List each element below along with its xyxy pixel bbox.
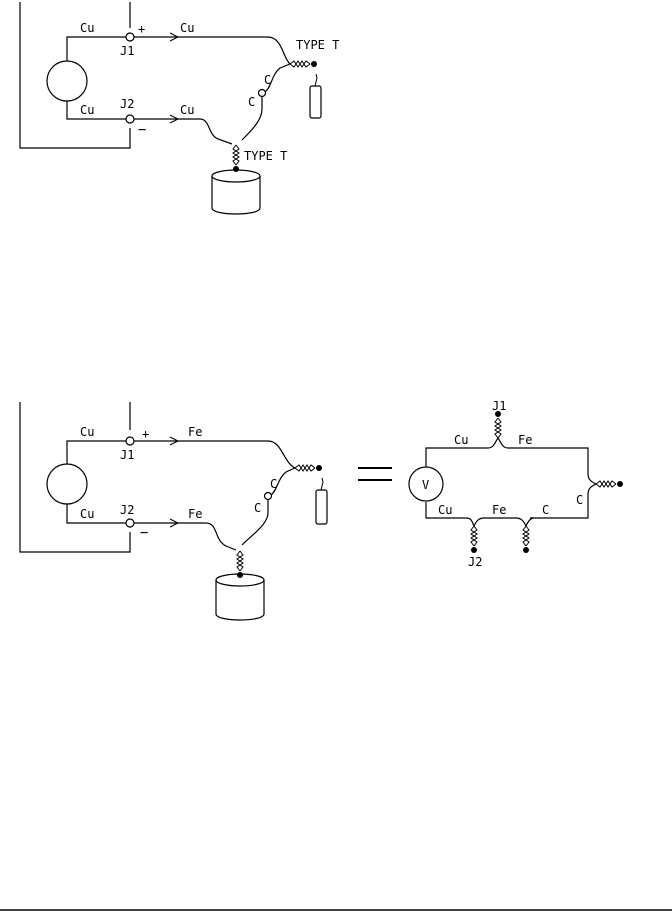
wire-c-lower-2 <box>241 500 269 546</box>
eq-junction-fe-c <box>522 525 530 554</box>
measurement-junction-1 <box>289 60 318 68</box>
eq-wire-top-cu <box>425 437 499 484</box>
label-cu-top-left-2: Cu <box>80 425 94 439</box>
probe-wick <box>314 73 318 87</box>
label-cu-top-left: Cu <box>80 21 94 35</box>
label-minus-2: − <box>140 525 148 541</box>
arrow-bottom-2 <box>169 518 180 528</box>
eq-wire-top-fe <box>497 437 589 474</box>
label-fe-top: Fe <box>188 425 202 439</box>
wire-fe-top <box>134 440 296 469</box>
eq-junction-j2 <box>470 525 478 554</box>
label-fe-bottom: Fe <box>188 507 202 521</box>
eq-wire-bottom-c <box>525 517 535 527</box>
wire-meter-bottom <box>66 101 126 120</box>
arrow-top <box>169 32 180 42</box>
label-cu-bottom-right: Cu <box>180 103 194 117</box>
label-j2-2: J2 <box>120 503 134 517</box>
label-cu-top-right: Cu <box>180 21 194 35</box>
ice-bath-top-2 <box>215 573 265 587</box>
wire-fe-bottom <box>134 522 237 551</box>
label-cu-bottom-left-2: Cu <box>80 507 94 521</box>
label-j2: J2 <box>120 97 134 111</box>
ice-bath-body-2 <box>215 580 265 621</box>
wire-cu-top <box>134 36 291 65</box>
wire-meter-top-2 <box>66 440 126 464</box>
terminal-c-lower <box>257 88 267 98</box>
meter-box-outline-2 <box>19 402 131 553</box>
eq-junction-j1 <box>494 410 502 439</box>
arrow-bottom <box>169 114 180 124</box>
eq-label-right-c: C <box>576 493 583 507</box>
terminal-j2 <box>125 114 135 124</box>
label-c-lower: C <box>248 95 255 109</box>
wire-meter-bottom-2 <box>66 504 126 524</box>
eq-label-j1: J1 <box>492 399 506 413</box>
arrow-top-2 <box>169 436 180 446</box>
voltmeter-symbol-2 <box>46 463 88 505</box>
label-type-t-bottom: TYPE T <box>244 149 287 163</box>
label-j1-2: J1 <box>120 448 134 462</box>
wire-c-upper <box>264 63 291 93</box>
diagram-1: Cu Cu J1 J2 + − Cu C C TYPE T Cu TYPE T <box>19 2 339 215</box>
eq-label-bottom-c: C <box>542 503 549 517</box>
terminal-c-lower-2 <box>263 491 273 501</box>
eq-voltmeter <box>408 466 444 502</box>
wire-meter-top <box>66 36 126 61</box>
label-c-upper-2: C <box>270 477 277 491</box>
label-c-lower-2: C <box>254 501 261 515</box>
eq-wire-bottom-fe <box>473 517 527 527</box>
terminal-j2-2 <box>125 518 135 528</box>
wire-c-lower <box>241 96 263 141</box>
label-plus-2: + <box>142 427 149 441</box>
equals-sign <box>358 467 392 481</box>
eq-label-top-fe: Fe <box>518 433 532 447</box>
wire-cu-bottom <box>134 118 233 145</box>
label-minus: − <box>138 122 146 138</box>
eq-wire-right-c <box>530 483 597 519</box>
voltmeter-symbol <box>46 60 88 102</box>
equivalent-circuit: V J1 J2 Cu Fe Cu Fe C C <box>408 399 624 569</box>
eq-label-bottom-cu: Cu <box>438 503 452 517</box>
eq-label-bottom-fe: Fe <box>492 503 506 517</box>
eq-junction-right <box>595 480 624 488</box>
terminal-j1-2 <box>125 436 135 446</box>
probe-body <box>309 85 322 119</box>
eq-wire-right-top <box>587 473 597 485</box>
label-cu-bottom-left: Cu <box>80 103 94 117</box>
wire-c-upper-2 <box>270 467 296 496</box>
label-j1: J1 <box>120 44 134 58</box>
eq-label-j2: J2 <box>468 555 482 569</box>
label-type-t-top: TYPE T <box>296 38 339 52</box>
measurement-junction-2 <box>294 464 323 472</box>
terminal-j1 <box>125 32 135 42</box>
probe-body-2 <box>315 489 328 525</box>
ice-bath-top <box>211 169 261 183</box>
label-c-upper: C <box>264 73 271 87</box>
eq-label-v: V <box>422 478 429 492</box>
meter-box-outline <box>19 2 131 149</box>
reference-junction-1 <box>232 144 240 173</box>
eq-label-top-cu: Cu <box>454 433 468 447</box>
label-plus: + <box>138 22 145 36</box>
diagram-2: Cu Cu J1 J2 + − Fe C C Fe <box>19 402 328 621</box>
probe-wick-2 <box>320 477 324 491</box>
ice-bath-body <box>211 176 261 215</box>
eq-wire-bottom-cu <box>425 502 475 527</box>
